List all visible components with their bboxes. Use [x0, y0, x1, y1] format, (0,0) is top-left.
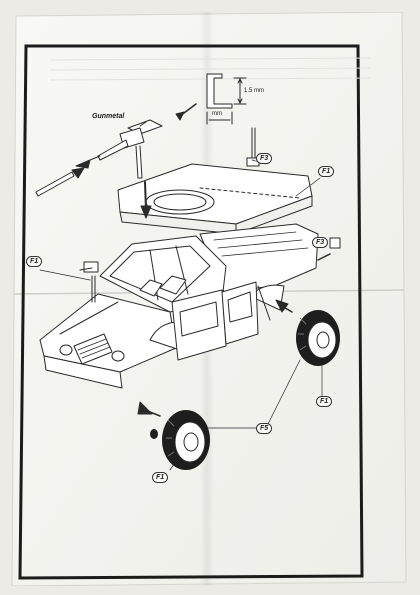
- arrow-head: [175, 111, 185, 121]
- small-part-f3: [329, 237, 341, 249]
- roof-panel: [117, 163, 313, 235]
- machine-gun: [75, 119, 163, 179]
- arrow-to-roof: [144, 181, 147, 211]
- gun-barrel-part: [35, 171, 75, 197]
- part-tag-f5-wheels: F5: [256, 423, 273, 434]
- part-tag-f1-wheel-right: F1: [316, 396, 333, 407]
- sheet-frame: [18, 44, 364, 580]
- part-tag-f1-wheel-left: F1: [152, 472, 169, 483]
- gunmetal-label: Gunmetal: [92, 113, 125, 120]
- part-tag-f3-top: F3: [256, 153, 273, 164]
- humvee-body: [39, 223, 319, 389]
- dimension-width-label: mm: [212, 111, 222, 117]
- wheel-right: [296, 310, 340, 366]
- part-tag-f3-side: F3: [312, 237, 329, 248]
- part-tag-f1-roof: F1: [318, 166, 335, 177]
- part-tag-f1-mirror: F1: [26, 256, 43, 267]
- wheel-left: [150, 410, 210, 470]
- dimension-detail: [206, 73, 247, 125]
- dimension-height-label: 1.5 mm: [244, 88, 265, 94]
